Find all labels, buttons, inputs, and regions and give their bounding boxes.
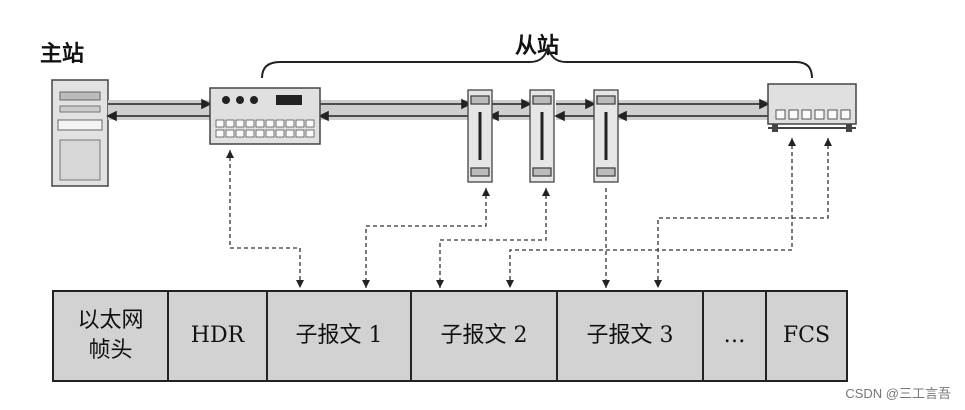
frame-cell-ellipsis: … <box>704 292 767 380</box>
frame-cell-subframe-1: 子报文 1 <box>268 292 412 380</box>
arrowheads <box>226 138 832 288</box>
frame-cell-ethernet-header-line1: 以太网 <box>77 308 144 333</box>
frame-cell-fcs: FCS <box>767 292 846 380</box>
frame-cell-subframe-3: 子报文 3 <box>558 292 704 380</box>
frame-cell-hdr: HDR <box>169 292 268 380</box>
slave-controller-icon <box>209 87 321 145</box>
return-arrows <box>106 110 768 122</box>
master-station-label: 主站 <box>40 42 85 67</box>
frame-cell-ethernet-header-line2: 帧头 <box>88 338 133 363</box>
frame-cell-ethernet-header: 以太网 帧头 <box>54 292 169 380</box>
frame-cell-subframe-2: 子报文 2 <box>412 292 558 380</box>
ethernet-line <box>108 100 768 120</box>
watermark: CSDN @三工言吾 <box>845 386 951 401</box>
io-module-icon <box>529 89 555 183</box>
io-module-icon <box>467 89 493 183</box>
master-computer-icon <box>51 79 109 187</box>
ethercat-frame: 以太网 帧头 HDR 子报文 1 子报文 2 子报文 3 … FCS <box>52 290 848 382</box>
forward-arrows <box>108 98 770 110</box>
data-exchange-lines <box>229 138 829 288</box>
io-module-icon <box>593 89 619 183</box>
slave-brace <box>261 45 813 79</box>
terminal-block-icon <box>767 83 857 132</box>
